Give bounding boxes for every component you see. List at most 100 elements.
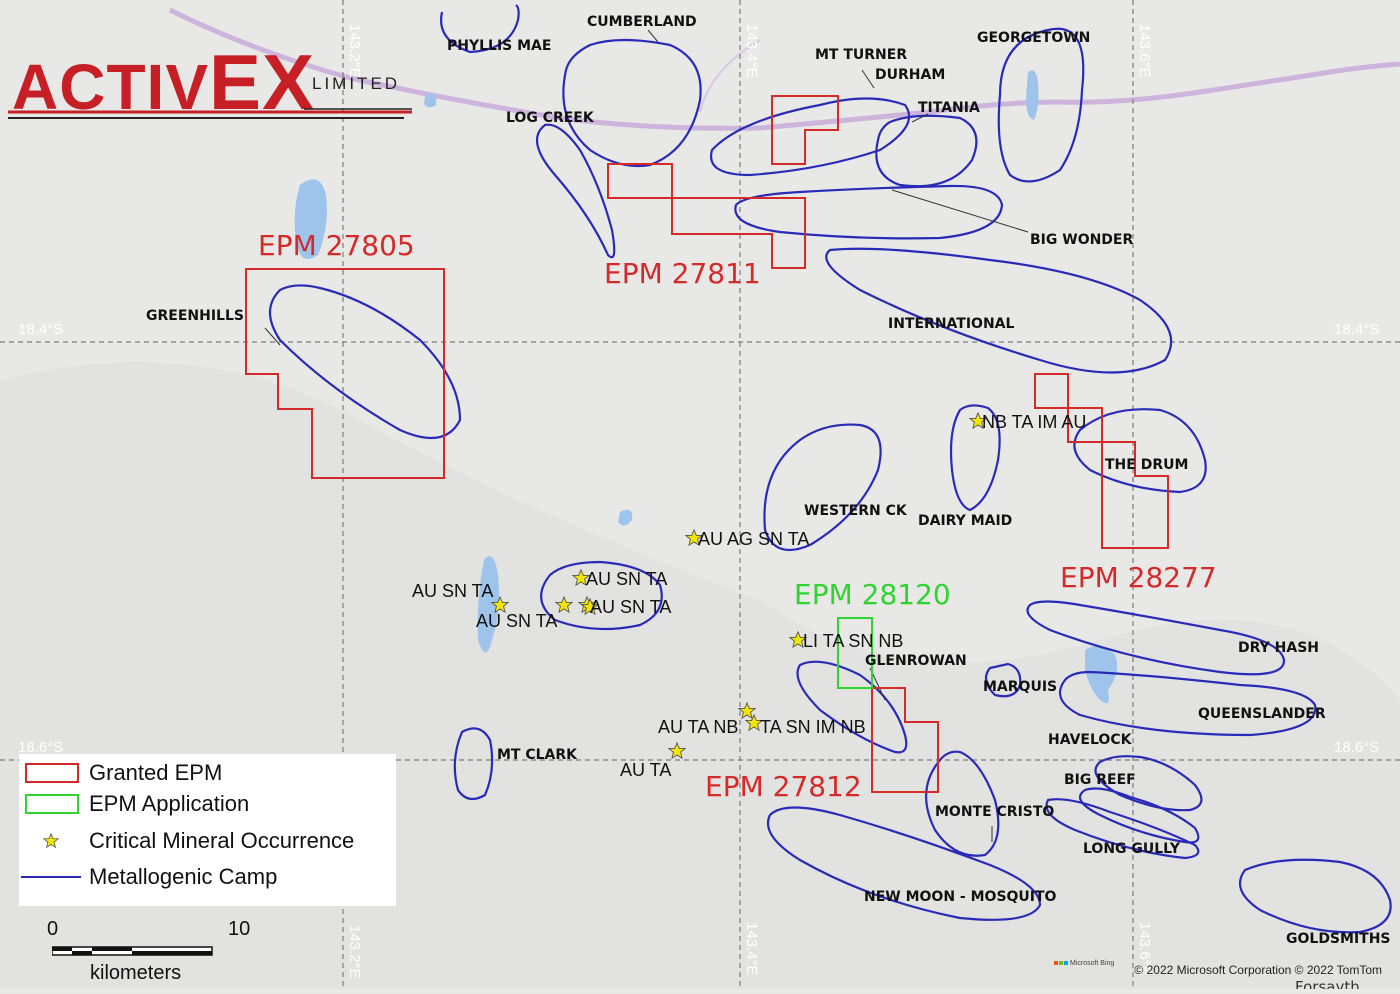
camp-label-havelock: HAVELOCK — [1048, 732, 1133, 748]
scale-bar: 0 10 kilometers — [40, 915, 270, 985]
camp-international — [825, 247, 1173, 374]
camp-havelock-inner — [1078, 787, 1200, 844]
bing-mark-text: Microsoft Bing — [1069, 960, 1115, 967]
camp-label-big-reef: BIG REEF — [1064, 772, 1136, 788]
legend-label-occurrence: Critical Mineral Occurrence — [89, 828, 355, 853]
camp-label-log-creek: LOG CREEK — [506, 110, 595, 126]
legend-label-camp: Metallogenic Camp — [89, 864, 278, 889]
camp-label-georgetown: GEORGETOWN — [977, 30, 1090, 46]
logo-word-ex: EX — [209, 38, 316, 126]
scale-label-zero: 0 — [47, 918, 59, 940]
highway-road — [168, 7, 1400, 131]
camp-the-drum — [1073, 408, 1207, 494]
epm-27805-boundary — [245, 268, 445, 479]
camp-label-titania: TITANIA — [918, 100, 980, 116]
logo-limited: LIMITED — [312, 74, 401, 93]
lake-greenhills — [294, 179, 327, 260]
camp-western-ck — [763, 423, 882, 552]
bing-logo: Microsoft Bing — [1054, 960, 1114, 967]
scale-ruler — [52, 946, 213, 956]
epm-application-swatch — [19, 791, 81, 817]
occurrence-label-5: AU SN TA — [412, 581, 493, 601]
town-label-forsayth: Forsayth — [1295, 978, 1360, 989]
legend-item-application: EPM Application — [19, 789, 249, 819]
occurrence-label-7: LI TA SN NB — [803, 631, 903, 651]
camp-label-dairy-maid: DAIRY MAID — [918, 513, 1012, 529]
scale-unit: kilometers — [90, 962, 182, 984]
granted-epm-swatch — [19, 760, 81, 786]
epm-27805-label: EPM 27805 — [258, 229, 415, 262]
camp-log-creek — [535, 123, 616, 259]
legend-label-granted: Granted EPM — [89, 760, 223, 785]
logo-underline — [8, 108, 412, 119]
camp-dairy-maid — [949, 404, 1001, 512]
activex-logo: ACTIVEX LIMITED — [8, 40, 418, 130]
camp-label-greenhills: GREENHILLS — [146, 308, 244, 324]
camp-mt-turner — [709, 97, 911, 177]
camp-goldsmiths — [1238, 858, 1392, 934]
camp-label-goldsmiths: GOLDSMITHS — [1286, 931, 1391, 947]
epm-27811-boundary — [607, 163, 806, 269]
camp-label-big-wonder: BIG WONDER — [1030, 232, 1133, 248]
camp-greenhills — [268, 284, 462, 440]
epm-28277-label: EPM 28277 — [1060, 561, 1217, 594]
epm-27811-north-boundary — [771, 95, 839, 165]
lon-label-top-2: 143.4°E — [743, 24, 760, 78]
epm-28277-boundary — [1034, 373, 1169, 549]
camp-label-western-ck: WESTERN CK — [804, 503, 908, 519]
camp-label-monte-cristo: MONTE CRISTO — [935, 804, 1054, 820]
camp-cumberland — [562, 38, 702, 168]
camp-dry-hash — [1026, 600, 1286, 676]
occurrence-label-2: AU AG SN TA — [698, 529, 809, 549]
camp-long-gully — [1045, 798, 1200, 860]
camp-label-marquis: MARQUIS — [983, 679, 1057, 695]
map-legend: Granted EPM EPM Application Critical Min… — [19, 754, 396, 906]
lat-label-right-1: 18.4°S — [1334, 321, 1379, 338]
lat-label-left-2: 18.6°S — [18, 739, 63, 756]
camp-label-glenrowan: GLENROWAN — [865, 653, 967, 669]
lat-label-left-1: 18.4°S — [18, 321, 63, 338]
map-attribution: © 2022 Microsoft Corporation © 2022 TomT… — [1134, 963, 1382, 977]
epm-27812-boundary — [871, 687, 939, 793]
occurrence-label-1: NB TA IM AU — [982, 412, 1086, 432]
pond-2 — [424, 93, 437, 108]
scale-label-ten: 10 — [228, 918, 251, 940]
camp-georgetown — [997, 27, 1085, 183]
camp-label-queenslander: QUEENSLANDER — [1198, 706, 1326, 722]
legend-item-camp: Metallogenic Camp — [19, 862, 277, 892]
camp-label-phyllis-mae: PHYLLIS MAE — [447, 38, 551, 54]
camp-label-durham: DURHAM — [875, 67, 945, 83]
lat-label-right-2: 18.6°S — [1334, 739, 1379, 756]
legend-label-application: EPM Application — [89, 791, 250, 816]
camp-label-new-moon: NEW MOON - MOSQUITO — [864, 889, 1057, 905]
river-west — [477, 556, 500, 653]
camp-new-moon-mosquito — [766, 806, 1042, 921]
camp-label-the-drum: THE DRUM — [1105, 457, 1188, 473]
camp-mt-clark — [453, 727, 494, 801]
occurrence-label-10: AU TA — [620, 760, 671, 780]
epm-28120-label: EPM 28120 — [794, 578, 951, 611]
epm-28120-boundary — [837, 617, 873, 689]
lon-label-top-1: 143.2°E — [346, 24, 363, 78]
camp-queenslander — [1058, 670, 1317, 737]
legend-item-occurrence: Critical Mineral Occurrence — [19, 826, 354, 856]
occurrence-label-3: AU SN TA — [586, 569, 667, 589]
lake-georgetown — [1026, 70, 1039, 120]
camp-line-swatch — [19, 864, 81, 890]
occurrence-label-9: TA SN IM NB — [760, 717, 866, 737]
camp-label-mt-clark: MT CLARK — [497, 747, 578, 763]
minor-road — [699, 39, 761, 113]
camp-label-dry-hash: DRY HASH — [1238, 640, 1319, 656]
camp-big-wonder — [734, 184, 1004, 240]
camp-monte-cristo — [925, 750, 1000, 857]
lon-label-bottom-3: 143.6°E — [1136, 922, 1153, 976]
occurrence-label-8: AU TA NB — [658, 717, 738, 737]
lon-label-bottom-2: 143.4°E — [743, 922, 760, 976]
camp-au-sn-ta — [540, 560, 663, 631]
camp-glenrowan — [796, 660, 908, 754]
camp-titania — [875, 114, 978, 188]
lon-label-top-3: 143.6°E — [1136, 24, 1153, 78]
camp-label-mt-turner: MT TURNER — [815, 47, 907, 63]
camp-label-long-gully: LONG GULLY — [1083, 841, 1181, 857]
